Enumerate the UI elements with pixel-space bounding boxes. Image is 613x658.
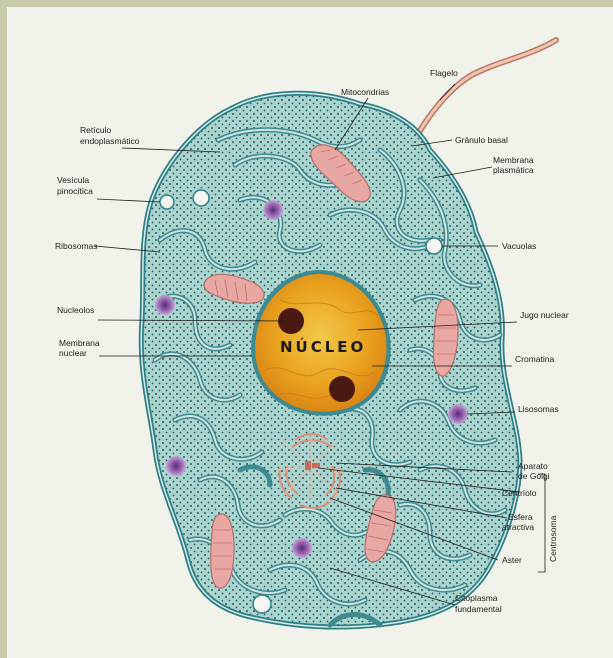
label-mitocondrias: Mitocondrias <box>341 87 389 97</box>
label-aparato-golgi-2: de Golgi <box>518 471 550 481</box>
lysosome <box>292 538 312 558</box>
label-flagelo: Flagelo <box>430 68 458 78</box>
label-aster: Aster <box>502 555 522 565</box>
label-membrana-nuclear: Membrana <box>59 338 100 348</box>
label-nucleolos: Nucleolos <box>57 305 94 315</box>
label-citoplasma-2: fundamental <box>455 604 502 614</box>
label-esfera: Esfera <box>508 512 533 522</box>
vacuole <box>193 190 209 206</box>
label-aparato-golgi: Aparato <box>518 461 548 471</box>
lysosome <box>155 295 175 315</box>
label-reticulo-2: endoplasmático <box>80 136 140 146</box>
label-cromatina: Cromatina <box>515 354 554 364</box>
label-citoplasma: Citoplasma <box>455 593 498 603</box>
label-vacuolas: Vacuolas <box>502 241 536 251</box>
nucleolus <box>329 376 355 402</box>
lysosome <box>166 456 186 476</box>
nucleus-label: NÚCLEO <box>280 337 366 356</box>
label-lisosomas: Lisosomas <box>518 404 559 414</box>
label-vesicula: Vesícula <box>57 175 89 185</box>
pinocytic-vesicle <box>160 195 174 209</box>
mitochondrion-bottom-left <box>211 514 234 588</box>
vacuole <box>253 595 271 613</box>
label-centrosoma: Centrosoma <box>548 515 558 562</box>
label-jugo-nuclear: Jugo nuclear <box>520 310 569 320</box>
vacuole <box>426 238 442 254</box>
label-membrana-plasmatica-2: plasmática <box>493 165 534 175</box>
label-reticulo: Retículo <box>80 125 111 135</box>
label-ribosomas: Ribosomas <box>55 241 98 251</box>
label-vesicula-2: pinocítica <box>57 186 93 196</box>
lysosome <box>448 404 468 424</box>
label-membrana-plasmatica: Membrana <box>493 155 534 165</box>
label-membrana-nuclear-2: nuclear <box>59 348 87 358</box>
label-granulo-basal: Gránulo basal <box>455 135 508 145</box>
label-esfera-2: atractiva <box>502 522 534 532</box>
label-centriolo: Centríolo <box>502 488 537 498</box>
lysosome <box>263 200 283 220</box>
